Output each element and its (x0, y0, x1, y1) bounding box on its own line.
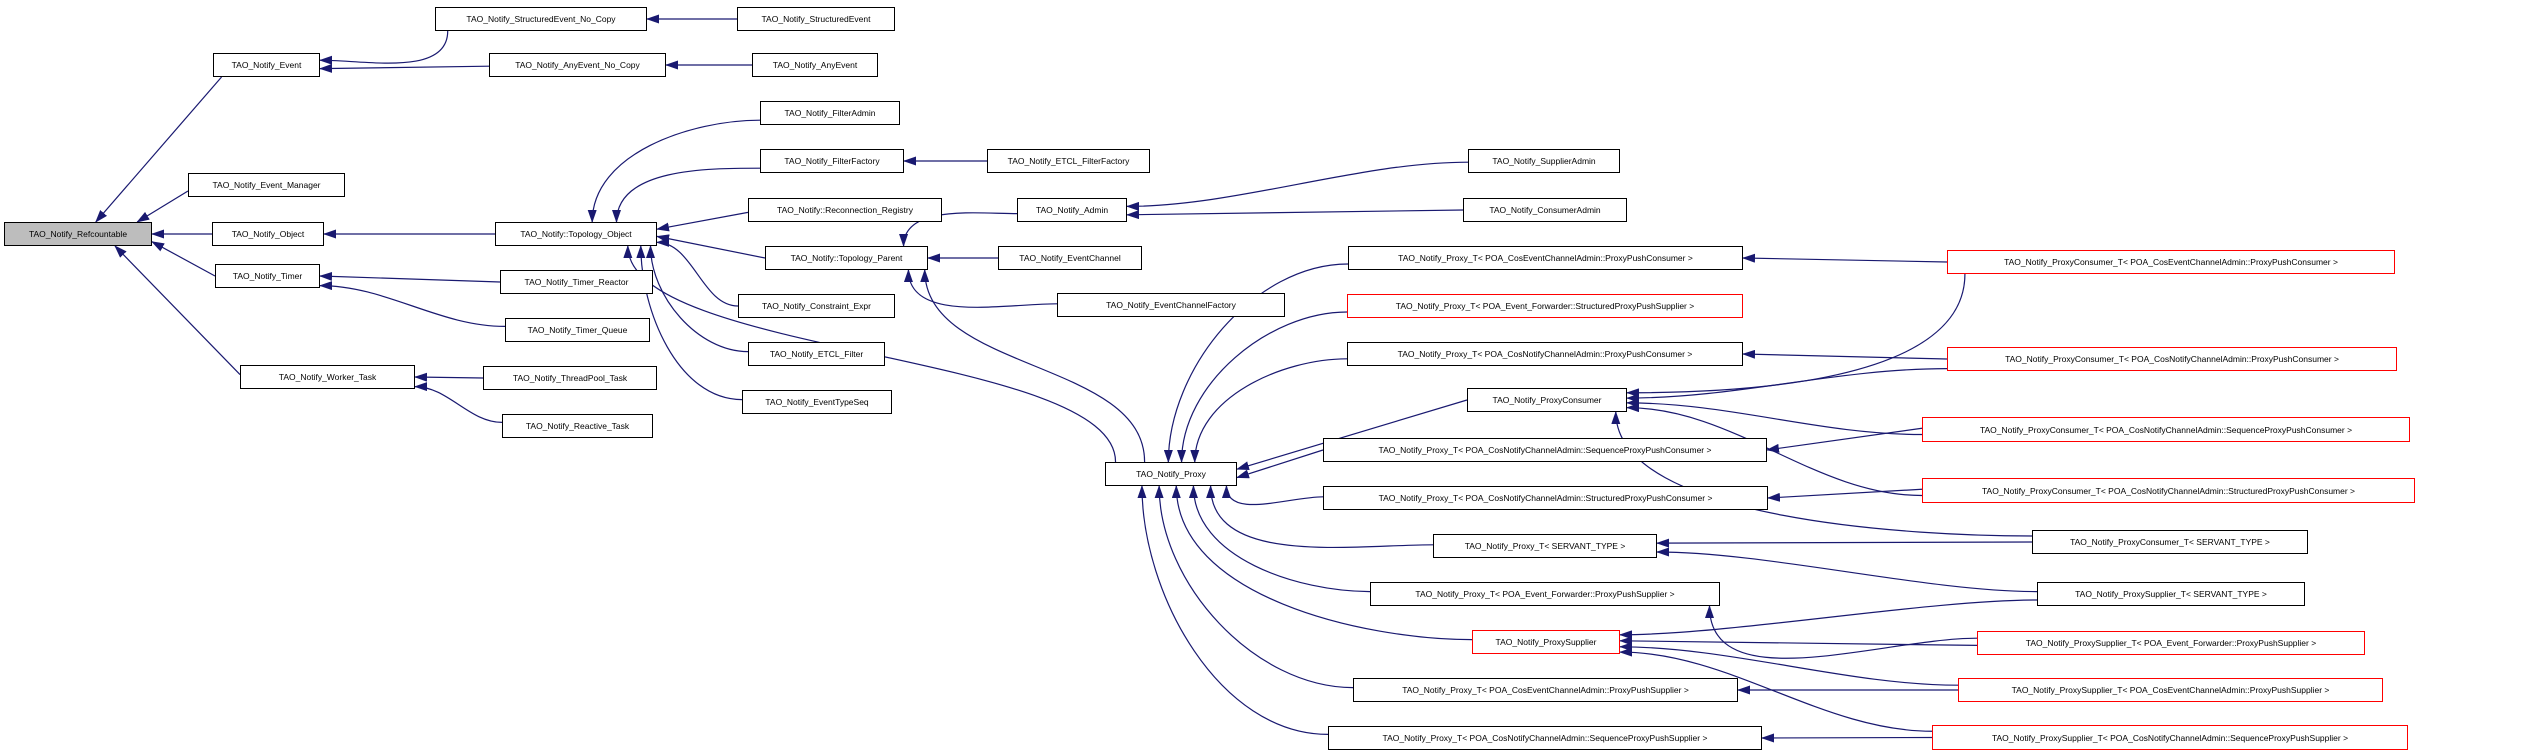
class-node-constraint[interactable]: TAO_Notify_Constraint_Expr (738, 294, 895, 318)
class-node-timer_reactor[interactable]: TAO_Notify_Timer_Reactor (500, 270, 653, 294)
inheritance-edge-admin-to-topo_parent (899, 212, 1018, 247)
inheritance-edge-etcl_filter-to-topo_obj (646, 245, 749, 353)
class-node-consumeradmin[interactable]: TAO_Notify_ConsumerAdmin (1463, 198, 1627, 222)
class-node-sev[interactable]: TAO_Notify_StructuredEvent (737, 7, 895, 31)
inheritance-edge-consumeradmin-to-admin (1126, 209, 1464, 220)
inheritance-edge-pt_evfwd_spps-to-proxy (1177, 311, 1348, 463)
class-node-reactive[interactable]: TAO_Notify_Reactive_Task (502, 414, 653, 438)
class-node-etcl_filter[interactable]: TAO_Notify_ETCL_Filter (748, 342, 885, 366)
inheritance-edge-pct_cosev-to-pt_cosev_ppc (1742, 253, 1948, 263)
class-node-filteradmin[interactable]: TAO_Notify_FilterAdmin (760, 101, 900, 125)
class-node-pt_evfwd_pps[interactable]: TAO_Notify_Proxy_T< POA_Event_Forwarder:… (1370, 582, 1720, 606)
class-node-pst_cosev[interactable]: TAO_Notify_ProxySupplier_T< POA_CosEvent… (1958, 678, 2383, 702)
inheritance-edge-supplieradmin-to-admin (1126, 161, 1469, 211)
class-node-object[interactable]: TAO_Notify_Object (212, 222, 324, 246)
inheritance-edge-pct_str-to-pt_str_ppc (1767, 488, 1923, 502)
inheritance-edge-pst_seq-to-proxysupplier (1619, 647, 1933, 732)
inheritance-edge-anyev_nocopy-to-event (319, 63, 490, 73)
inheritance-edge-ecf-to-topo_parent (903, 269, 1058, 308)
class-node-threadpool[interactable]: TAO_Notify_ThreadPool_Task (483, 366, 657, 390)
inheritance-edge-threadpool-to-worker_task (414, 372, 484, 382)
inheritance-edge-pt_servant-to-proxy (1206, 485, 1434, 549)
inheritance-edge-pt_cosnot_ppc-to-proxy (1190, 358, 1348, 463)
class-node-proxy[interactable]: TAO_Notify_Proxy (1105, 462, 1237, 486)
class-node-pst_servant[interactable]: TAO_Notify_ProxySupplier_T< SERVANT_TYPE… (2037, 582, 2305, 606)
inheritance-edge-filterfactory-to-topo_obj (612, 167, 761, 223)
class-node-pt_servant[interactable]: TAO_Notify_Proxy_T< SERVANT_TYPE > (1433, 534, 1657, 558)
inheritance-edge-pt_seq_pps-to-proxy (1137, 485, 1329, 735)
class-node-pt_str_ppc[interactable]: TAO_Notify_Proxy_T< POA_CosNotifyChannel… (1323, 486, 1768, 510)
class-node-etcl_ff[interactable]: TAO_Notify_ETCL_FilterFactory (987, 149, 1150, 173)
class-node-anyev_nocopy[interactable]: TAO_Notify_AnyEvent_No_Copy (489, 53, 666, 77)
class-node-pt_cosnot_ppc[interactable]: TAO_Notify_Proxy_T< POA_CosNotifyChannel… (1347, 342, 1743, 366)
inheritance-edge-reactive-to-worker_task (414, 382, 503, 423)
class-node-reconn[interactable]: TAO_Notify::Reconnection_Registry (748, 198, 942, 222)
class-node-sev_nocopy[interactable]: TAO_Notify_StructuredEvent_No_Copy (435, 7, 647, 31)
inheritance-edge-pst_cosev-to-proxysupplier (1619, 642, 1959, 686)
class-node-timer[interactable]: TAO_Notify_Timer (215, 264, 320, 288)
inheritance-edge-pct_cosnot-to-pt_cosnot_ppc (1742, 349, 1948, 360)
inheritance-edge-pst_servant-to-proxysupplier (1619, 599, 2038, 640)
inheritance-edge-proxyconsumer-to-proxy (1236, 399, 1468, 471)
class-node-filterfactory[interactable]: TAO_Notify_FilterFactory (760, 149, 904, 173)
inheritance-edge-constraint-to-topo_obj (656, 237, 739, 307)
inheritance-edge-pct_str-to-proxyconsumer (1626, 403, 1923, 497)
inheritance-edge-pst_evfwd-to-proxysupplier (1619, 636, 1978, 646)
class-node-topo_obj[interactable]: TAO_Notify::Topology_Object (495, 222, 657, 246)
inheritance-edge-pt_str_ppc-to-proxy (1221, 485, 1324, 506)
class-node-pct_cosnot[interactable]: TAO_Notify_ProxyConsumer_T< POA_CosNotif… (1947, 347, 2397, 371)
inheritance-edge-topo_parent-to-topo_obj (656, 234, 766, 259)
inheritance-edge-proxy-to-topo_parent (920, 269, 1146, 463)
inheritance-edge-pst_evfwd-to-pt_evfwd_pps (1705, 605, 1978, 659)
class-node-pct_cosev[interactable]: TAO_Notify_ProxyConsumer_T< POA_CosEvent… (1947, 250, 2395, 274)
class-node-ecf[interactable]: TAO_Notify_EventChannelFactory (1057, 293, 1285, 317)
class-node-topo_parent[interactable]: TAO_Notify::Topology_Parent (765, 246, 928, 270)
inheritance-edge-proxysupplier-to-proxy (1171, 485, 1473, 641)
inheritance-edge-event-to-refcountable (95, 76, 223, 223)
inheritance-edge-pct_cosnot-to-proxyconsumer (1626, 368, 1948, 403)
inheritance-edge-timer_reactor-to-timer (319, 271, 501, 283)
class-node-pst_evfwd[interactable]: TAO_Notify_ProxySupplier_T< POA_Event_Fo… (1977, 631, 2365, 655)
inheritance-edge-pt_evfwd_pps-to-proxy (1188, 485, 1371, 593)
class-node-pct_seq[interactable]: TAO_Notify_ProxyConsumer_T< POA_CosNotif… (1922, 417, 2410, 442)
inheritance-edge-pst_seq-to-pt_seq_pps (1761, 733, 1933, 743)
class-node-pct_servant[interactable]: TAO_Notify_ProxyConsumer_T< SERVANT_TYPE… (2032, 530, 2308, 554)
class-node-worker_task[interactable]: TAO_Notify_Worker_Task (240, 365, 415, 389)
class-node-eventtypeseq[interactable]: TAO_Notify_EventTypeSeq (742, 390, 892, 414)
class-node-proxyconsumer[interactable]: TAO_Notify_ProxyConsumer (1467, 388, 1627, 412)
inheritance-edge-worker_task-to-refcountable (114, 245, 241, 376)
class-node-eventchannel[interactable]: TAO_Notify_EventChannel (998, 246, 1142, 270)
inheritance-edge-pct_cosev-to-proxyconsumer (1626, 273, 1966, 398)
class-node-pt_seq_ppc[interactable]: TAO_Notify_Proxy_T< POA_CosNotifyChannel… (1323, 438, 1767, 462)
inheritance-edge-event_manager-to-refcountable (136, 190, 189, 223)
class-node-proxysupplier[interactable]: TAO_Notify_ProxySupplier (1472, 630, 1620, 654)
class-node-event[interactable]: TAO_Notify_Event (213, 53, 320, 77)
inheritance-edge-pt_cosev_pps-to-proxy (1154, 485, 1354, 689)
inheritance-edge-pct_seq-to-proxyconsumer (1626, 398, 1923, 436)
inheritance-edge-pct_seq-to-pt_seq_ppc (1766, 427, 1923, 453)
inheritance-edge-sev_nocopy-to-event (319, 30, 449, 65)
class-node-event_manager[interactable]: TAO_Notify_Event_Manager (188, 173, 345, 197)
class-node-pst_seq[interactable]: TAO_Notify_ProxySupplier_T< POA_CosNotif… (1932, 725, 2408, 750)
inheritance-edge-reconn-to-topo_obj (656, 211, 749, 232)
class-node-pt_cosev_pps[interactable]: TAO_Notify_Proxy_T< POA_CosEventChannelA… (1353, 678, 1738, 702)
inheritance-edge-pt_seq_ppc-to-proxy (1236, 449, 1324, 479)
inheritance-edge-pt_cosev_ppc-to-proxy (1163, 263, 1349, 463)
inheritance-edge-filteradmin-to-topo_obj (587, 119, 761, 223)
class-node-timer_queue[interactable]: TAO_Notify_Timer_Queue (505, 318, 650, 342)
class-node-pt_cosev_ppc[interactable]: TAO_Notify_Proxy_T< POA_CosEventChannelA… (1348, 246, 1743, 270)
inheritance-edge-pst_servant-to-pt_servant (1656, 547, 2038, 593)
inheritance-edge-pct_servant-to-pt_servant (1656, 538, 2033, 548)
class-node-pt_seq_pps[interactable]: TAO_Notify_Proxy_T< POA_CosNotifyChannel… (1328, 726, 1762, 750)
class-node-pct_str[interactable]: TAO_Notify_ProxyConsumer_T< POA_CosNotif… (1922, 478, 2415, 503)
class-node-anyev[interactable]: TAO_Notify_AnyEvent (752, 53, 878, 77)
class-node-refcountable: TAO_Notify_Refcountable (4, 222, 152, 246)
inheritance-edge-timer_queue-to-timer (319, 281, 506, 327)
class-node-admin[interactable]: TAO_Notify_Admin (1017, 198, 1127, 222)
class-node-pt_evfwd_spps[interactable]: TAO_Notify_Proxy_T< POA_Event_Forwarder:… (1347, 294, 1743, 318)
inheritance-edge-timer-to-refcountable (151, 241, 216, 277)
class-node-supplieradmin[interactable]: TAO_Notify_SupplierAdmin (1468, 149, 1620, 173)
